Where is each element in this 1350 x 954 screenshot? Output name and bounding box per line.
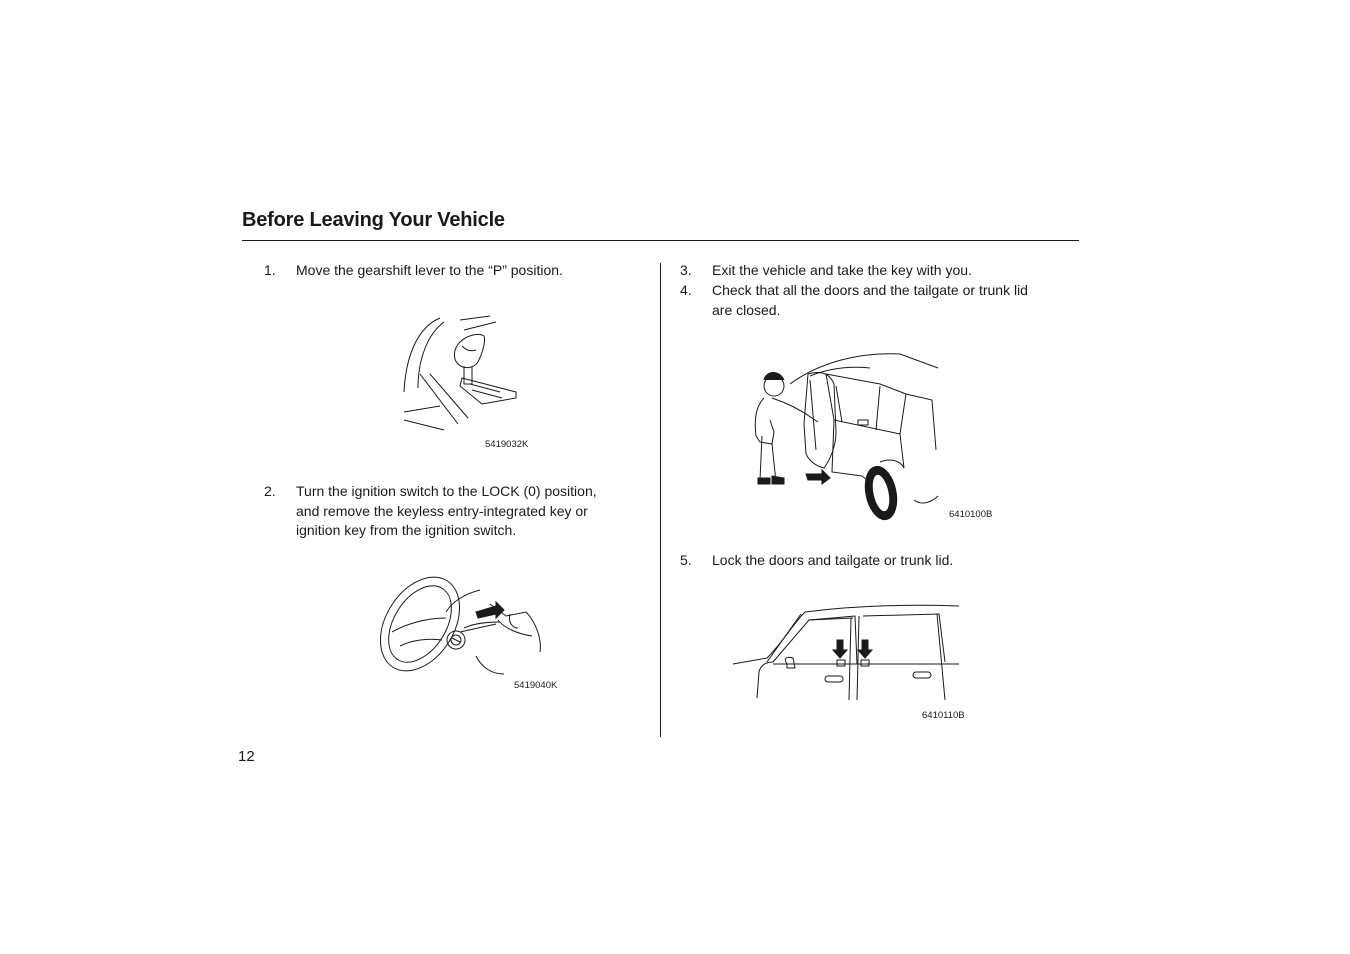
step-text: are closed. (712, 301, 781, 318)
step-number: 4. (680, 282, 692, 298)
step-number: 3. (680, 262, 692, 278)
step-text: Check that all the doors and the tailgat… (712, 282, 1028, 298)
figure-caption-gearshift: 5419032K (485, 439, 529, 450)
title-rule (242, 240, 1079, 241)
step-text: and remove the keyless entry-integrated … (296, 502, 588, 519)
step-text: Lock the doors and tailgate or trunk lid… (712, 552, 954, 568)
step-number: 5. (680, 552, 692, 568)
step-text: ignition key from the ignition switch. (296, 522, 517, 538)
step-1: 1. Move the gearshift lever to the “P” p… (264, 261, 624, 281)
step-3: 3. Exit the vehicle and take the key wit… (680, 261, 1060, 281)
step-text: Turn the ignition switch to the LOCK (0)… (296, 483, 597, 499)
step-number: 1. (264, 262, 276, 278)
gearshift-illustration (400, 312, 522, 436)
step-4: 4. Check that all the doors and the tail… (680, 281, 1060, 321)
ignition-illustration (372, 572, 548, 676)
step-text: Move the gearshift lever to the “P” posi… (296, 262, 563, 278)
figure-caption-lock: 6410110B (922, 710, 965, 721)
step-2: 2. Turn the ignition switch to the LOCK … (264, 482, 624, 542)
step-5: 5. Lock the doors and tailgate or trunk … (680, 551, 1060, 571)
page-number: 12 (238, 748, 255, 765)
column-divider (660, 263, 661, 737)
figure-caption-ignition: 5419040K (514, 680, 558, 691)
step-text: Exit the vehicle and take the key with y… (712, 262, 972, 278)
lock-doors-illustration (733, 602, 959, 700)
exit-vehicle-illustration (750, 350, 940, 522)
step-number: 2. (264, 483, 276, 499)
page-title: Before Leaving Your Vehicle (242, 209, 505, 231)
figure-caption-exit: 6410100B (949, 509, 993, 520)
